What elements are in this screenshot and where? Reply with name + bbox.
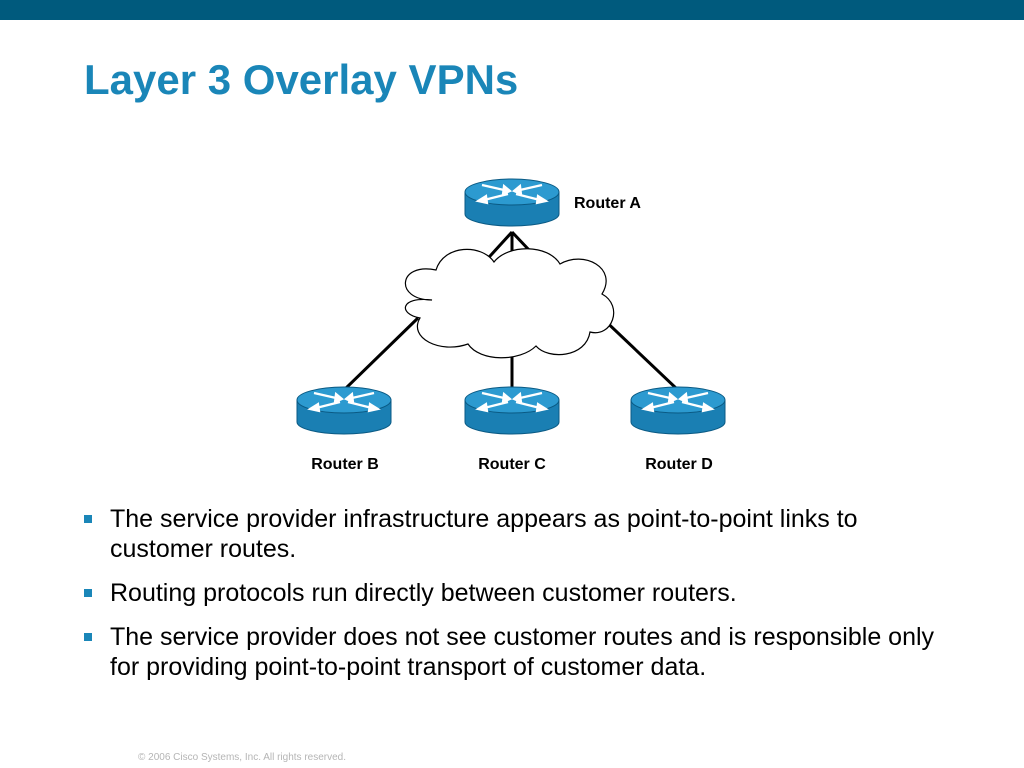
router-b-label: Router B [311, 456, 379, 473]
router-d-icon [629, 385, 727, 436]
cloud-icon [404, 248, 615, 359]
bullet-text: Routing protocols run directly between c… [110, 579, 737, 607]
bullet-item: The service provider infrastructure appe… [84, 504, 954, 564]
square-bullet-icon [84, 589, 92, 597]
square-bullet-icon [84, 633, 92, 641]
bullet-item: Routing protocols run directly between c… [84, 578, 954, 608]
router-a-icon [463, 177, 561, 228]
bullet-item: The service provider does not see custom… [84, 622, 954, 682]
slide-title: Layer 3 Overlay VPNs [84, 56, 519, 103]
top-bar [0, 0, 1024, 20]
bullet-text: The service provider infrastructure appe… [110, 505, 858, 563]
copyright-footer: © 2006 Cisco Systems, Inc. All rights re… [138, 752, 347, 763]
router-a-label: Router A [574, 195, 641, 212]
router-d-label: Router D [645, 456, 713, 473]
router-c-label: Router C [478, 456, 546, 473]
bullet-text: The service provider does not see custom… [110, 623, 935, 681]
router-b-icon [295, 385, 393, 436]
router-c-icon [463, 385, 561, 436]
square-bullet-icon [84, 515, 92, 523]
bullet-list: The service provider infrastructure appe… [84, 504, 954, 696]
